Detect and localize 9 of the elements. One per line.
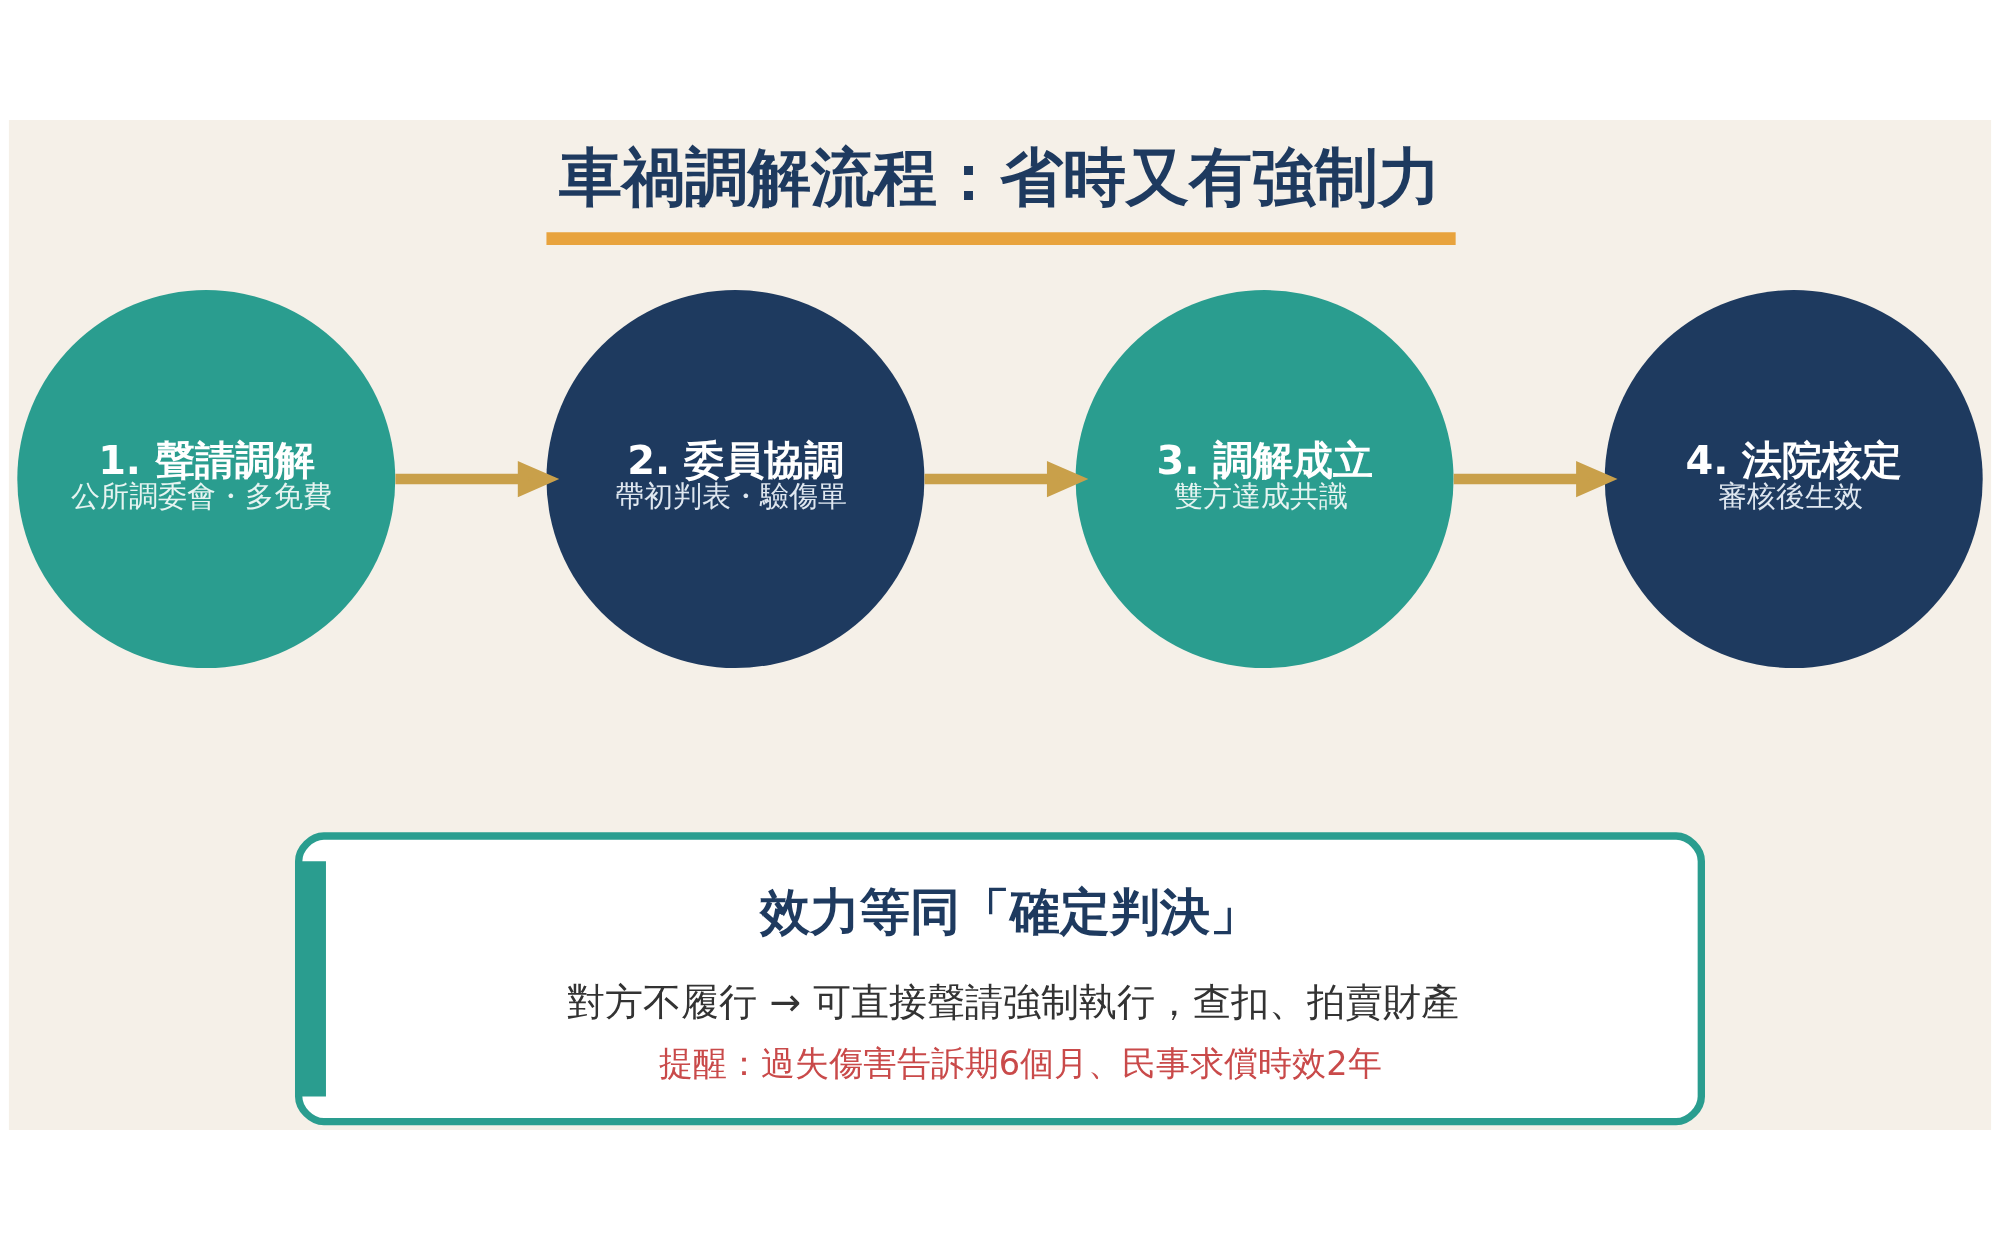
node-box: 效力等同「確定判決」 對方不履行 → 可直接聲請強制執行，查扣、拍賣財產 提醒：過失傷害告訴期6個月、民事求償時效2年	[295, 832, 1705, 1126]
node-circle: 2. 委員協調 帶初判表・驗傷單	[546, 290, 925, 669]
arrow	[924, 460, 1089, 498]
arrow	[1453, 460, 1618, 498]
diagram-title: 車禍調解流程：省時又有強制力	[559, 140, 1442, 214]
node-circle: 4. 法院核定 審核後生效	[1604, 290, 1983, 669]
node-circle: 1. 聲請調解 公所調委會・多免費	[17, 290, 396, 669]
node-circle: 3. 調解成立 雙方達成共識	[1075, 290, 1454, 669]
arrow	[395, 460, 560, 498]
